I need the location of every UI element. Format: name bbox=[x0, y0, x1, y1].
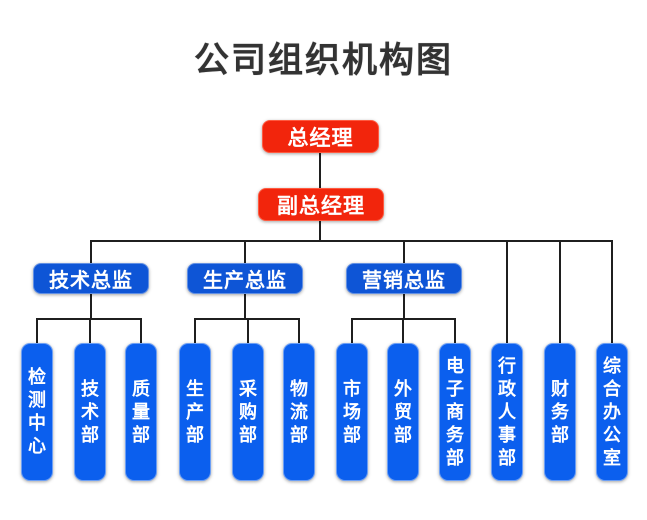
connector-gm-deputy bbox=[319, 153, 321, 188]
node-market-dept-label: 市场部 bbox=[343, 378, 361, 445]
node-tech-director-label: 技术总监 bbox=[49, 270, 133, 292]
node-tech-director: 技术总监 bbox=[33, 263, 149, 294]
node-general-office-label: 综合办公室 bbox=[603, 355, 621, 468]
node-production-dept: 生产部 bbox=[179, 343, 211, 481]
connector-tech-director-down bbox=[90, 294, 92, 318]
node-quality-dept-label: 质量部 bbox=[132, 378, 150, 445]
node-purchasing-dept-label: 采购部 bbox=[239, 378, 257, 445]
connector-bar-production-director bbox=[244, 240, 246, 263]
connector-drop-ecommerce-dept bbox=[454, 318, 456, 343]
connector-drop-logistics-dept bbox=[298, 318, 300, 343]
node-tech-dept-label: 技术部 bbox=[81, 378, 99, 445]
node-testing-center-label: 检测中心 bbox=[28, 367, 46, 456]
connector-deputy-bar bbox=[319, 221, 321, 240]
node-market-dept: 市场部 bbox=[336, 343, 368, 481]
connector-marketing-subbar bbox=[352, 318, 456, 320]
connector-drop-tech-dept bbox=[89, 318, 91, 343]
node-quality-dept: 质量部 bbox=[125, 343, 157, 481]
connector-bar-finance bbox=[559, 240, 561, 343]
node-general-office: 综合办公室 bbox=[596, 343, 628, 481]
node-marketing-director: 营销总监 bbox=[346, 263, 462, 294]
connector-bar-general-office bbox=[611, 240, 613, 343]
node-foreign-trade-dept-label: 外贸部 bbox=[394, 378, 412, 445]
node-marketing-director-label: 营销总监 bbox=[362, 270, 446, 292]
node-ecommerce-dept-label: 电子商务部 bbox=[446, 355, 464, 468]
node-deputy-general-manager: 副总经理 bbox=[258, 188, 384, 221]
node-testing-center: 检测中心 bbox=[21, 343, 53, 481]
node-purchasing-dept: 采购部 bbox=[232, 343, 264, 481]
node-admin-hr-dept: 行政人事部 bbox=[491, 343, 523, 481]
node-logistics-dept: 物流部 bbox=[283, 343, 315, 481]
node-ecommerce-dept: 电子商务部 bbox=[439, 343, 471, 481]
connector-marketing-director-down bbox=[403, 294, 405, 318]
connector-bar-tech-director bbox=[90, 240, 92, 263]
node-production-director: 生产总监 bbox=[187, 263, 303, 294]
connector-bar-admin-hr bbox=[506, 240, 508, 343]
node-logistics-dept-label: 物流部 bbox=[290, 378, 308, 445]
connector-drop-purchasing-dept bbox=[247, 318, 249, 343]
node-finance-dept-label: 财务部 bbox=[551, 378, 569, 445]
node-tech-dept: 技术部 bbox=[74, 343, 106, 481]
connector-drop-foreign-trade-dept bbox=[402, 318, 404, 343]
connector-production-director-down bbox=[244, 294, 246, 318]
connector-drop-quality-dept bbox=[140, 318, 142, 343]
connector-bar-marketing-director bbox=[403, 240, 405, 263]
connector-drop-production-dept bbox=[194, 318, 196, 343]
node-general-manager: 总经理 bbox=[262, 120, 379, 153]
node-finance-dept: 财务部 bbox=[544, 343, 576, 481]
node-foreign-trade-dept: 外贸部 bbox=[387, 343, 419, 481]
connector-drop-market-dept bbox=[351, 318, 353, 343]
node-production-dept-label: 生产部 bbox=[186, 378, 204, 445]
page-title: 公司组织机构图 bbox=[193, 41, 453, 80]
node-general-manager-label: 总经理 bbox=[287, 126, 354, 150]
node-deputy-general-manager-label: 副总经理 bbox=[277, 194, 365, 218]
node-production-director-label: 生产总监 bbox=[203, 270, 287, 292]
connector-drop-testing-center bbox=[36, 318, 38, 343]
node-admin-hr-dept-label: 行政人事部 bbox=[498, 355, 516, 468]
connector-main-bar bbox=[90, 240, 613, 242]
